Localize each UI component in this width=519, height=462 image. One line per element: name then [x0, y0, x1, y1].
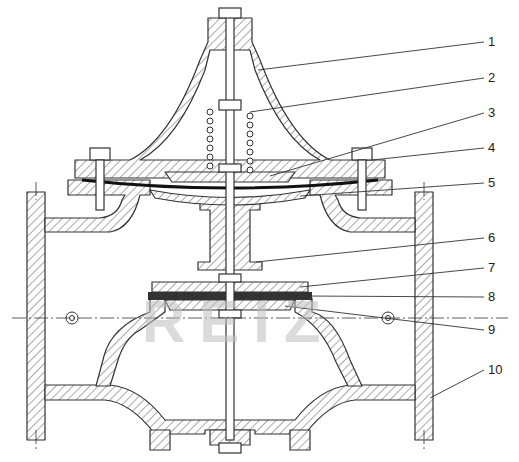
spring-coil [247, 140, 253, 146]
leader-line [372, 148, 484, 160]
spring-coil [207, 145, 213, 151]
spring-coil [207, 163, 213, 169]
spring-coil [207, 109, 213, 115]
stem-nut [219, 443, 241, 453]
callout-number: 10 [488, 363, 502, 376]
callout-number: 9 [488, 323, 495, 336]
bolt-head [90, 148, 110, 160]
leader-line [256, 238, 484, 262]
leader-line [250, 78, 484, 112]
leader-line [300, 268, 484, 287]
callout-number: 4 [488, 141, 495, 154]
spring-coil [207, 154, 213, 160]
leader-line [430, 370, 484, 398]
center-line [424, 430, 425, 452]
spring-coil [247, 158, 253, 164]
leader-line [300, 183, 484, 196]
outlet-flange [415, 192, 433, 440]
stem-nut [219, 8, 241, 18]
leader-line [258, 42, 484, 70]
valve-stem [226, 12, 234, 440]
bolt-head [352, 148, 372, 160]
callout-number: 5 [488, 176, 495, 189]
center-line [36, 430, 37, 452]
callout-number: 6 [488, 231, 495, 244]
spring-coil [247, 122, 253, 128]
spring-coil [207, 118, 213, 124]
callout-number: 3 [488, 106, 495, 119]
spring [207, 109, 253, 173]
spring-coil [247, 167, 253, 173]
bolt [96, 160, 104, 210]
inlet-flange [27, 192, 45, 440]
spring-coil [207, 136, 213, 142]
spring-coil [247, 113, 253, 119]
center-line [424, 182, 425, 200]
spring-coil [247, 131, 253, 137]
callout-number: 1 [488, 35, 495, 48]
callout-number: 8 [488, 290, 495, 303]
spring-coil [207, 127, 213, 133]
callout-number: 2 [488, 71, 495, 84]
watermark: REIZ [142, 292, 335, 352]
bolt [358, 160, 366, 210]
stem-nut [219, 100, 241, 110]
stem-nut [219, 164, 241, 172]
callout-number: 7 [488, 261, 495, 274]
stem-nut [219, 274, 241, 282]
leader-line [270, 113, 484, 176]
spring-coil [247, 149, 253, 155]
center-line [36, 182, 37, 200]
